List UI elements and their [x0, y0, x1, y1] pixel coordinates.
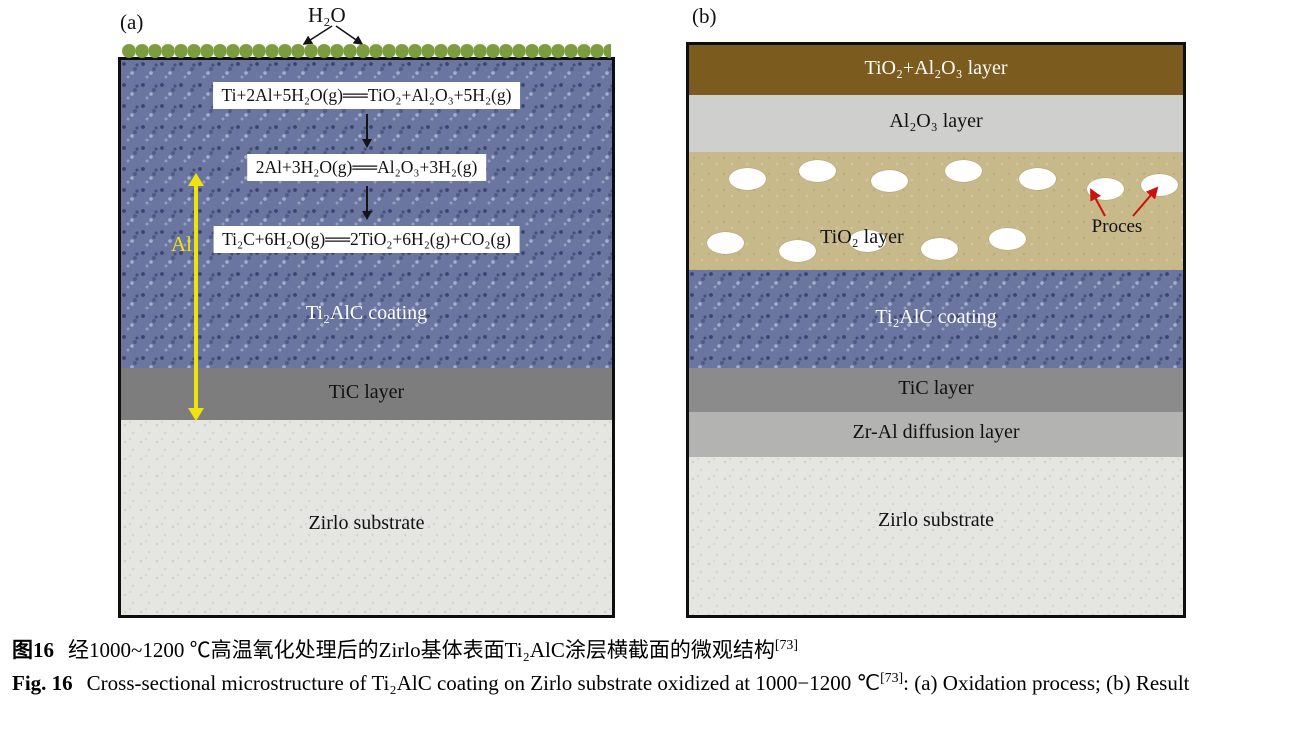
down-arrow-icon [361, 114, 372, 148]
pore [871, 170, 908, 192]
panel-a-substrate-layer: Zirlo substrate [121, 420, 612, 615]
caption-en-reference: [73] [880, 669, 904, 685]
al2o3-label: Al₂O₃ layer [889, 110, 983, 132]
pores-label: Proces [1091, 216, 1143, 237]
panel-b-al2o3-layer: Al₂O₃ layer [689, 95, 1183, 152]
panel-a-box: Ti+2Al+5H₂O(g)══TiO₂+Al₂O₃+5H₂(g) 2Al+3H… [118, 57, 615, 618]
panel-b-tio2-layer: TiO₂ layer Proces [689, 152, 1183, 270]
caption-en-tail: : (a) Oxidation process; (b) Result [903, 670, 1190, 695]
pore [729, 168, 766, 190]
substrate-label: Zirlo substrate [877, 509, 995, 531]
pore [921, 238, 958, 260]
panel-a-coating-layer: Ti+2Al+5H₂O(g)══TiO₂+Al₂O₃+5H₂(g) 2Al+3H… [121, 60, 612, 368]
al-arrow-label: Al [171, 232, 192, 256]
panel-b-coating-layer: Ti₂AlC coating [689, 270, 1183, 368]
caption-en: Fig. 16 Cross-sectional microstructure of… [12, 667, 1290, 700]
tio2-label: TiO₂ layer [820, 226, 904, 248]
coating-label: Ti₂AlC coating [875, 306, 997, 328]
panel-b-substrate-layer: Zirlo substrate [689, 457, 1183, 615]
h2o-arrows-icon [302, 25, 364, 45]
oxidation-equation-2: 2Al+3H₂O(g)══Al₂O₃+3H₂(g) [246, 154, 487, 181]
tic-label: TiC layer [328, 381, 405, 403]
pore [779, 240, 816, 262]
panel-b-label: (b) [692, 4, 717, 28]
oxidation-equation-1: Ti+2Al+5H₂O(g)══TiO₂+Al₂O₃+5H₂(g) [212, 82, 521, 109]
al-diffusion-arrow-icon [188, 173, 204, 421]
pore [945, 160, 982, 182]
panel-b-tio2-al2o3-layer: TiO₂+Al₂O₃ layer [689, 45, 1183, 95]
pore [1019, 168, 1056, 190]
caption-cn: 图16 经1000~1200 ℃高温氧化处理后的Zirlo基体表面Ti₂AlC涂层… [12, 634, 1290, 667]
pore [989, 228, 1026, 250]
pore [707, 232, 744, 254]
pore [799, 160, 836, 182]
caption-en-text: Cross-sectional microstructure of Ti₂AlC… [86, 670, 881, 695]
down-arrow-icon [361, 186, 372, 220]
pore [849, 230, 886, 252]
zral-label: Zr-Al diffusion layer [852, 421, 1020, 443]
substrate-label: Zirlo substrate [308, 512, 425, 534]
figure-caption: 图16 经1000~1200 ℃高温氧化处理后的Zirlo基体表面Ti₂AlC涂层… [12, 634, 1290, 699]
coating-label: Ti₂AlC coating [305, 302, 428, 324]
tio2-al2o3-label: TiO₂+Al₂O₃ layer [864, 57, 1008, 79]
caption-cn-reference: [73] [774, 637, 798, 652]
water-droplets [122, 43, 611, 60]
tic-label: TiC layer [898, 377, 974, 399]
panel-a-label: (a) [120, 10, 144, 34]
panel-b-tic-layer: TiC layer [689, 368, 1183, 412]
pore-arrows-icon [1090, 186, 1159, 217]
h2o-label: H₂O [308, 3, 346, 27]
caption-cn-text: 经1000~1200 ℃高温氧化处理后的Zirlo基体表面Ti₂AlC涂层横截面… [68, 638, 775, 662]
caption-cn-number: 图16 [12, 638, 54, 662]
oxidation-equation-3: Ti₂C+6H₂O(g)══2TiO₂+6H₂(g)+CO₂(g) [213, 226, 520, 253]
panel-b-zral-layer: Zr-Al diffusion layer [689, 412, 1183, 457]
panel-b-box: TiO₂+Al₂O₃ layer Al₂O₃ layer TiO₂ layer [686, 42, 1186, 618]
caption-en-number: Fig. 16 [12, 670, 73, 695]
